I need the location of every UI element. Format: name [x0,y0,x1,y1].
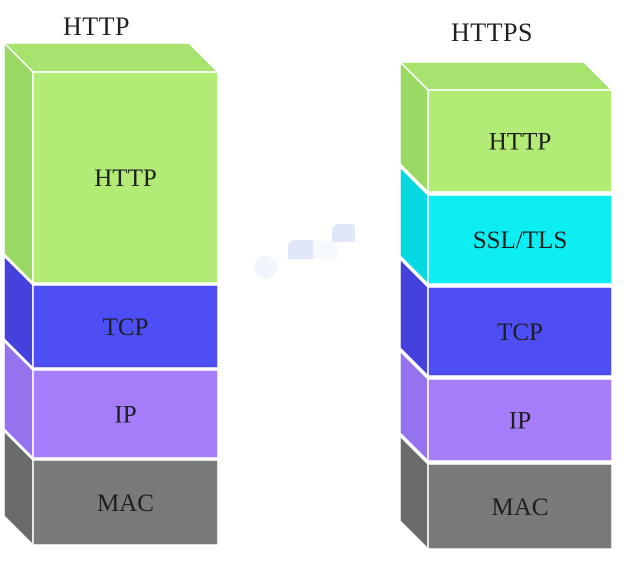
layer-front-ip [427,378,613,462]
layer-front-mac [427,463,613,550]
layer-top-http [2,42,220,73]
layer-front-http [32,71,219,284]
layer-side-http [3,41,34,285]
stack-title-http: HTTP [63,12,130,41]
layer-top-http [398,61,614,91]
layer-label-ip: IP [509,408,531,435]
layer-label-mac: MAC [492,494,549,521]
layer-front-tcp [32,284,219,369]
layer-front-mac [32,459,219,546]
layer-front-tcp [427,286,613,377]
watermark-square [313,241,337,259]
layer-label-ip: IP [114,402,136,429]
layer-label-http: HTTP [489,129,552,156]
stack-title-https: HTTPS [451,18,533,47]
layer-label-mac: MAC [97,490,154,517]
watermark-circle [254,256,277,279]
layer-label-tcp: TCP [497,319,543,346]
layer-label-http: HTTP [94,165,157,192]
layer-front-ssl-tls [427,194,613,285]
layer-front-http [427,89,613,193]
watermark-square [332,224,355,242]
layer-label-tcp: TCP [103,314,149,341]
layer-label-ssl-tls: SSL/TLS [473,227,567,254]
watermark-square [288,240,313,259]
layer-front-ip [32,369,219,459]
